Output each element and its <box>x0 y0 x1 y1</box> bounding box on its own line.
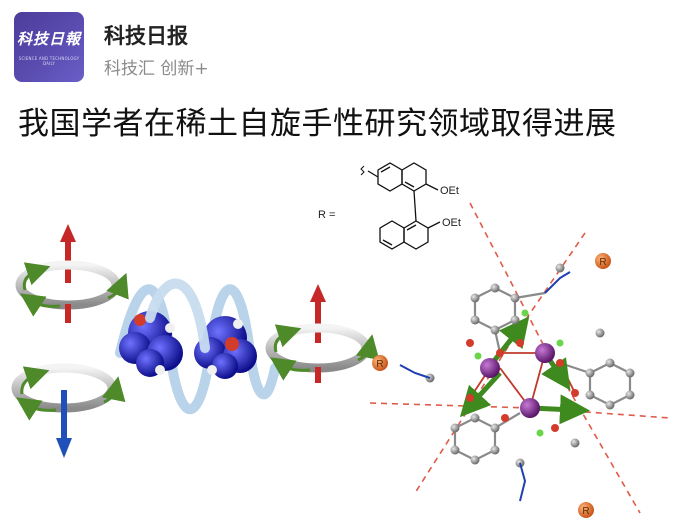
molecular-cluster-right <box>194 316 257 379</box>
r-substituent-balls: R R R <box>372 253 611 518</box>
r-marker-3: R <box>582 506 589 517</box>
chiral-helix <box>115 278 280 415</box>
logo-subtitle: SCIENCE AND TECHNOLOGY DAILY <box>18 56 80 66</box>
oet-label-top: OEt <box>440 185 459 197</box>
publisher-tagline: 科技汇 创新+ <box>104 59 209 79</box>
figure-illustration: OEt OEt R = <box>11 162 671 518</box>
r-marker-1: R <box>599 257 606 268</box>
publisher-logo[interactable]: 科技日報 SCIENCE AND TECHNOLOGY DAILY <box>14 12 84 82</box>
molecular-cluster-left <box>119 311 183 377</box>
r-equals-label: R = <box>318 209 335 221</box>
spin-ring-down <box>11 363 126 458</box>
article-headline: 我国学者在稀土自旋手性研究领域取得进展 <box>18 106 617 142</box>
rare-earth-cluster: R R R <box>369 202 671 518</box>
article-source-header: 科技日報 SCIENCE AND TECHNOLOGY DAILY 科技日报 科… <box>14 10 654 82</box>
article-figure: OEt OEt R = <box>0 148 677 531</box>
oet-label-bottom: OEt <box>442 217 461 229</box>
spin-ring-up <box>15 224 129 323</box>
spin-ring-right <box>265 284 380 383</box>
r-marker-2: R <box>376 359 383 370</box>
logo-wordmark: 科技日報 <box>16 30 81 48</box>
publisher-name[interactable]: 科技日报 <box>104 24 188 48</box>
binaphthyl-structure <box>360 162 441 250</box>
